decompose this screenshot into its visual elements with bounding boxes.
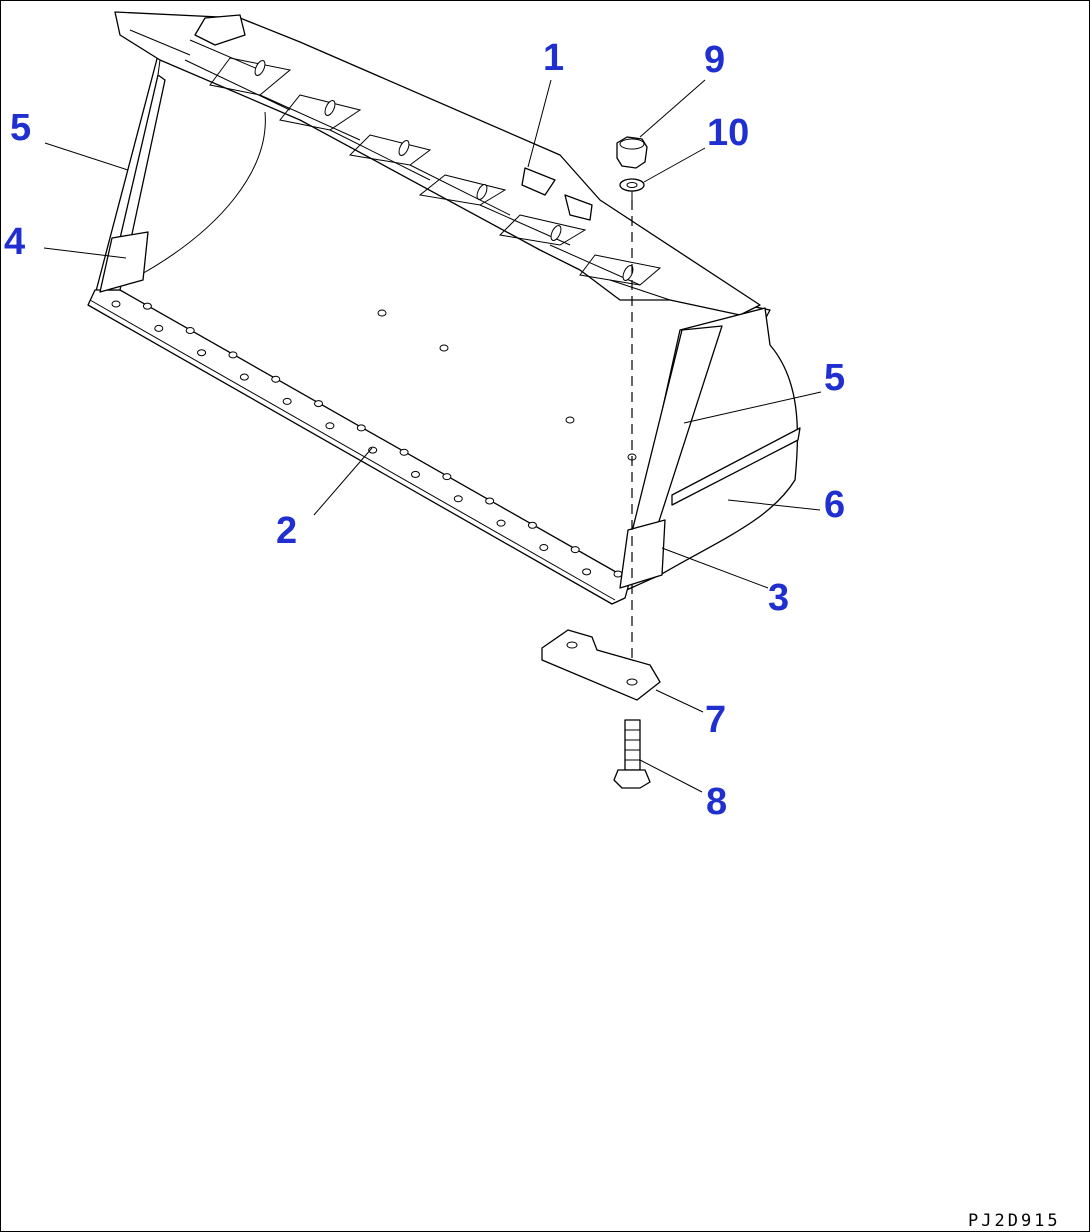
callout-7: 7	[705, 699, 726, 741]
edge-bolt-hole	[239, 373, 249, 381]
nut	[616, 136, 648, 169]
edge-bolt-hole	[185, 327, 195, 335]
callout-9: 9	[704, 39, 725, 81]
edge-bolt-hole	[399, 448, 409, 456]
callout-8: 8	[706, 781, 727, 823]
bucket-body	[94, 11, 801, 593]
washer	[619, 178, 645, 192]
edge-bolt-hole	[228, 351, 238, 359]
edge-bolt-hole	[356, 424, 366, 432]
cutting-edge	[87, 289, 631, 605]
leader-lines	[43, 79, 822, 793]
edge-bolt-hole	[496, 519, 506, 527]
edge-bolt-hole	[539, 543, 549, 551]
edge-bolt-hole	[570, 546, 580, 554]
callout-5-right: 5	[824, 357, 845, 399]
edge-bolt-hole	[453, 495, 463, 503]
callout-3: 3	[768, 577, 789, 619]
drawing-code: PJ2D915	[968, 1211, 1061, 1231]
edge-bolt-hole	[142, 302, 152, 310]
edge-bolt-hole	[154, 324, 164, 332]
edge-bolt-hole	[325, 422, 335, 430]
edge-bolt-hole	[368, 446, 378, 454]
edge-bolt-hole	[314, 400, 324, 408]
callout-4: 4	[4, 221, 25, 263]
edge-bolt-hole	[410, 470, 420, 478]
edge-bolt-hole	[613, 570, 623, 578]
callouts: 1 2 3 4 5 5 6 7 8 9 10	[4, 37, 845, 823]
callout-5-left: 5	[10, 107, 31, 149]
callout-10: 10	[707, 112, 749, 154]
edge-bolt-hole	[282, 397, 292, 405]
left-corner-piece	[99, 231, 149, 293]
edge-bolt-hole	[527, 521, 537, 529]
edge-bolt-hole	[485, 497, 495, 505]
callout-1: 1	[543, 37, 564, 79]
edge-bolt-hole	[442, 473, 452, 481]
callout-2: 2	[276, 510, 297, 552]
bolt	[613, 719, 651, 789]
edge-bolt-hole	[111, 300, 121, 308]
callout-6: 6	[824, 484, 845, 526]
edge-bolt-hole	[271, 375, 281, 383]
shim-plate	[541, 629, 661, 701]
edge-bolt-hole	[582, 568, 592, 576]
right-corner-piece	[619, 519, 666, 589]
edge-bolt-hole	[197, 349, 207, 357]
